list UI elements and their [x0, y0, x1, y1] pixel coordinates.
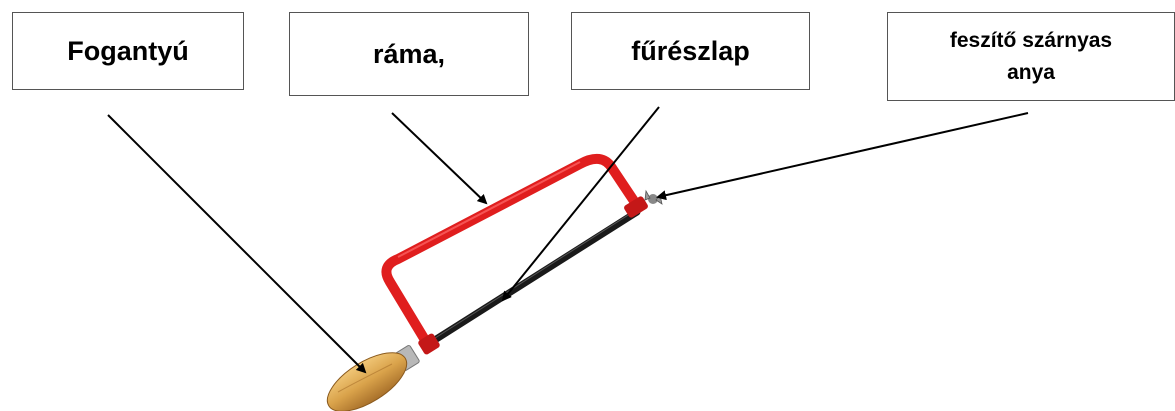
label-wingnut-line2: anya: [1007, 60, 1055, 84]
label-blade: fűrészlap: [571, 12, 810, 90]
arrow-frame: [391, 112, 488, 205]
label-frame: ráma,: [289, 12, 529, 96]
handle-grain: [337, 363, 393, 393]
saw-blade: [426, 208, 641, 347]
saw-frame: [381, 153, 641, 350]
arrow-wingnut: [656, 112, 1029, 201]
saw-frame-highlight: [397, 161, 581, 258]
label-wingnut: feszítő szárnyas anya: [887, 12, 1175, 101]
label-wingnut-line1: feszítő szárnyas: [949, 29, 1113, 52]
label-frame-text: ráma,: [372, 38, 446, 69]
tensioner-bracket: [624, 196, 648, 218]
label-handle-text: Fogantyú: [67, 35, 189, 66]
label-blade-text: fűrészlap: [631, 35, 750, 66]
saw-blade-edge: [431, 209, 637, 341]
frame-joint-front: [418, 333, 440, 355]
arrow-blade: [501, 106, 660, 302]
arrow-handle: [107, 114, 367, 374]
label-handle: Fogantyú: [12, 12, 244, 90]
